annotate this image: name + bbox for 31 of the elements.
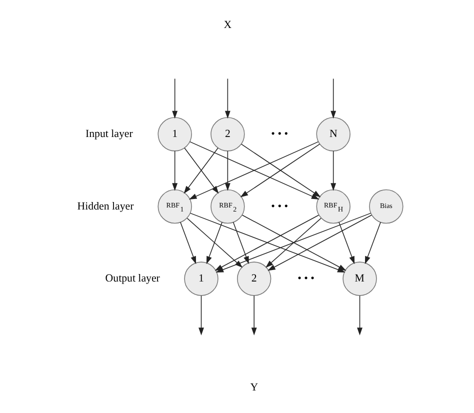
label: • • • xyxy=(271,200,288,212)
arrow xyxy=(357,295,362,336)
label: X xyxy=(224,19,232,32)
arrow xyxy=(198,295,204,336)
node-circle: M xyxy=(342,262,377,296)
arrow xyxy=(268,214,372,271)
arrow xyxy=(330,150,336,191)
node-circle: 1 xyxy=(158,117,192,152)
node-circle: 2 xyxy=(237,262,272,296)
arrow xyxy=(224,78,230,119)
arrow xyxy=(206,222,222,264)
arrow xyxy=(232,222,249,264)
node-circle: 2 xyxy=(210,117,245,152)
arrow xyxy=(266,218,322,268)
arrow xyxy=(180,222,196,264)
arrow xyxy=(330,78,336,119)
label: Hidden layer xyxy=(77,200,134,212)
arrow xyxy=(172,150,178,191)
label: Input layer xyxy=(85,128,133,140)
arrow xyxy=(242,214,346,271)
label: Output layer xyxy=(105,272,160,285)
node-circle: N xyxy=(316,117,350,152)
node-circle: 1 xyxy=(184,262,218,296)
arrow xyxy=(172,78,178,119)
arrow xyxy=(224,150,230,191)
arrow xyxy=(338,222,355,264)
arrow xyxy=(364,222,381,264)
label: • • • xyxy=(298,272,314,285)
arrow xyxy=(251,295,257,336)
label: • • • xyxy=(271,128,288,140)
label: Y xyxy=(250,382,258,394)
